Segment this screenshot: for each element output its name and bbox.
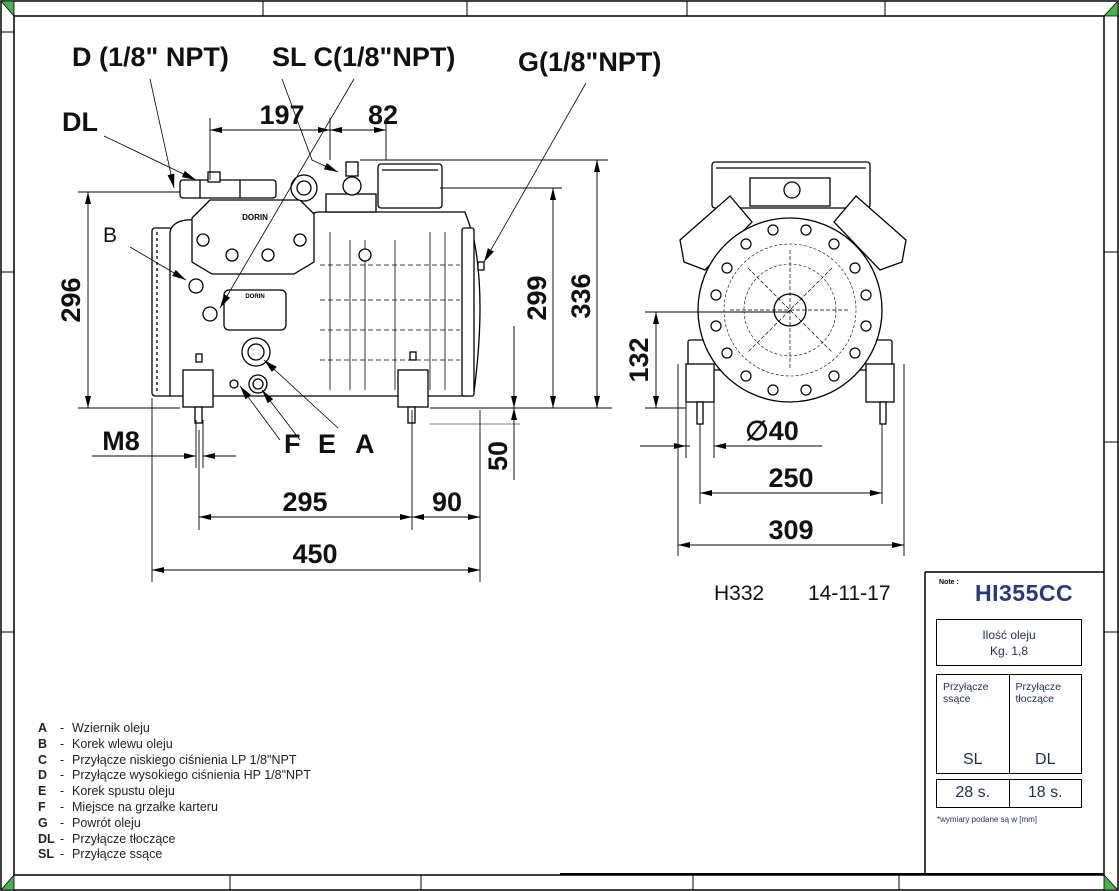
- legend-item: E-Korek spustu oleju: [38, 784, 311, 800]
- discharge-code: DL: [1035, 751, 1056, 768]
- legend-separator: -: [60, 752, 65, 767]
- discharge-label-line2: tłoczące: [1015, 693, 1055, 705]
- suction-code: SL: [962, 751, 983, 768]
- dim-295: 295: [282, 487, 327, 517]
- callout-d: D (1/8" NPT): [72, 42, 229, 72]
- callout-f: F: [284, 429, 301, 459]
- dim-82: 82: [368, 100, 398, 130]
- dim-299: 299: [522, 275, 552, 320]
- legend-key: C: [38, 752, 48, 767]
- oil-quantity-box: Ilość oleju Kg. 1,8: [936, 619, 1082, 666]
- dim-450: 450: [292, 539, 337, 569]
- discharge-connection-cell: Przyłącze tłoczące DL: [1008, 675, 1082, 773]
- legend-item: C-Przyłącze niskiego ciśnienia LP 1/8"NP…: [38, 753, 311, 769]
- legend-item: A-Wziernik oleju: [38, 721, 311, 737]
- dim-diameter-40: ∅40: [745, 416, 799, 446]
- legend-key: G: [38, 815, 48, 830]
- suction-connection-cell: Przyłącze ssące SL: [937, 675, 1009, 773]
- legend-text: Przyłącze ssące: [72, 847, 163, 862]
- callout-sl-c: SL C(1/8"NPT): [272, 42, 455, 72]
- dim-197: 197: [259, 100, 304, 130]
- dim-309: 309: [768, 515, 813, 545]
- legend-separator: -: [60, 784, 65, 799]
- legend-text: Przyłącze tłoczące: [72, 831, 176, 846]
- callout-b: B: [103, 224, 117, 247]
- suction-label-line1: Przyłącze: [943, 681, 989, 693]
- suction-size: 28 s.: [955, 784, 991, 801]
- legend-text: Wziernik oleju: [72, 721, 150, 735]
- legend-item: SL-Przyłącze ssące: [38, 847, 311, 863]
- corner-marker-bottom-left: [0, 873, 15, 891]
- title-block-frame: [924, 571, 1104, 874]
- suction-label-line2: ssące: [943, 693, 971, 705]
- legend-item: DL-Przyłącze tłoczące: [38, 832, 311, 848]
- legend-key: E: [38, 784, 47, 799]
- legend-item: F-Miejsce na grzałke karteru: [38, 800, 311, 816]
- legend-item: B-Korek wlewu oleju: [38, 737, 311, 753]
- legend-separator: -: [60, 721, 65, 735]
- legend-separator: -: [60, 768, 65, 783]
- title-block: Note : HI355CC Ilość oleju Kg. 1,8 Przył…: [925, 572, 1082, 847]
- discharge-label-line1: Przyłącze: [1015, 681, 1062, 693]
- legend-key: A: [38, 721, 48, 735]
- dim-250: 250: [768, 463, 813, 493]
- corner-marker-bottom-right: [1103, 873, 1119, 891]
- legend-text: Korek spustu oleju: [72, 784, 175, 799]
- legend-key: DL: [38, 831, 55, 846]
- dim-336: 336: [566, 273, 596, 318]
- flange-bolts: [710, 224, 872, 396]
- dim-50: 50: [483, 441, 513, 471]
- drawing-date: 14-11-17: [808, 582, 891, 605]
- oil-quantity-label: Ilość oleju: [982, 628, 1036, 642]
- legend-text: Przyłącze wysokiego ciśnienia HP 1/8"NPT: [72, 768, 312, 783]
- dim-296: 296: [56, 277, 86, 322]
- legend-key: B: [38, 736, 48, 751]
- leader-lines: [103, 78, 587, 441]
- legend-separator: -: [60, 847, 65, 862]
- callout-dl: DL: [62, 107, 98, 137]
- dim-132: 132: [624, 337, 654, 382]
- svg-text:DORIN: DORIN: [242, 213, 268, 222]
- legend-key: SL: [38, 847, 54, 862]
- note-label: Note :: [939, 579, 959, 586]
- corner-marker-top-right: [1103, 0, 1119, 17]
- legend-key: F: [38, 799, 46, 814]
- callout-g: G(1/8"NPT): [518, 47, 661, 77]
- legend-separator: -: [60, 799, 65, 814]
- discharge-size: 18 s.: [1008, 780, 1082, 807]
- legend-text: Korek wlewu oleju: [72, 736, 173, 751]
- legend-separator: -: [60, 815, 65, 830]
- connection-sizes-row: 28 s. 18 s.: [936, 779, 1082, 808]
- compressor-front-view: [679, 161, 907, 425]
- compressor-side-view: DORIN DORIN: [151, 161, 485, 424]
- legend-key: D: [38, 768, 48, 783]
- dim-m8: M8: [102, 426, 140, 456]
- legend-text: Przyłącze niskiego ciśnienia LP 1/8"NPT: [72, 752, 297, 767]
- units-footnote: *wymiary podane są w [mm]: [937, 815, 1038, 824]
- svg-text:DORIN: DORIN: [245, 294, 264, 300]
- legend-item: D-Przyłącze wysokiego ciśnienia HP 1/8"N…: [38, 768, 311, 784]
- legend-text: Powrót oleju: [72, 815, 141, 830]
- legend-text: Miejsce na grzałke karteru: [72, 799, 218, 814]
- legend-separator: -: [60, 831, 65, 846]
- model-name: HI355CC: [975, 580, 1074, 606]
- oil-quantity-value: Kg. 1,8: [989, 644, 1029, 658]
- legend-separator: -: [60, 736, 65, 751]
- corner-marker-top-left: [0, 0, 15, 18]
- drawing-code: H332: [714, 582, 764, 605]
- callout-e: E: [318, 429, 336, 459]
- legend-item: G-Powrót oleju: [38, 816, 311, 832]
- connections-table: Przyłącze ssące SL Przyłącze tłoczące DL: [936, 674, 1082, 774]
- callout-a: A: [355, 429, 375, 459]
- dim-90: 90: [432, 487, 462, 517]
- dimension-lines: [78, 118, 905, 582]
